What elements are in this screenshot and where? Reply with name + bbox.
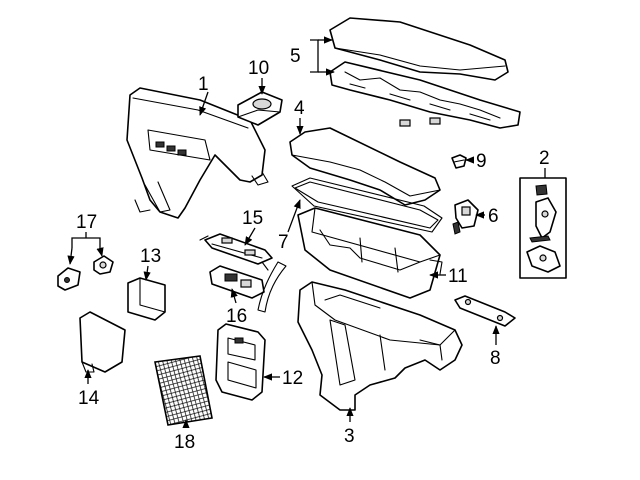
part-7-trim-strip[interactable] — [257, 261, 287, 313]
callout-14: 14 — [78, 388, 100, 409]
callout-12: 12 — [282, 368, 303, 389]
leader-lines — [67, 36, 546, 429]
callout-18: 18 — [174, 432, 195, 453]
part-12-bezel-panel[interactable] — [215, 323, 266, 401]
callout-2: 2 — [539, 148, 550, 169]
callout-13: 13 — [140, 246, 161, 267]
callout-labels: 1 10 5 4 9 2 6 7 11 15 8 12 3 16 13 17 1… — [76, 46, 550, 453]
callout-10: 10 — [248, 58, 269, 79]
part-14-trim-panel[interactable] — [79, 311, 126, 373]
part-18-net[interactable] — [154, 355, 213, 426]
callout-3: 3 — [344, 426, 355, 447]
callout-5: 5 — [290, 46, 301, 67]
part-4-armrest-lid[interactable] — [289, 127, 441, 206]
part-13-cover[interactable] — [127, 277, 166, 321]
callout-9: 9 — [476, 151, 487, 172]
part-7-seal[interactable] — [291, 177, 443, 233]
part-5-lid-assembly[interactable] — [329, 17, 521, 129]
part-9-fastener[interactable] — [451, 154, 467, 169]
part-11-storage-tray[interactable] — [297, 207, 443, 299]
part-2-latch-kit[interactable] — [519, 177, 567, 279]
part-16-switch-module[interactable] — [209, 265, 265, 299]
part-1-console-housing[interactable] — [126, 87, 269, 219]
callout-15: 15 — [242, 208, 263, 229]
switch-icon — [177, 149, 187, 156]
callout-8: 8 — [490, 348, 501, 369]
switch-icon — [166, 145, 176, 152]
callout-17: 17 — [76, 212, 97, 233]
callout-11: 11 — [448, 266, 468, 287]
part-6-latch[interactable] — [452, 199, 479, 235]
part-17-key-lock[interactable] — [57, 255, 114, 291]
part-3-console-base[interactable] — [297, 281, 463, 411]
callout-4: 4 — [294, 98, 305, 119]
switch-icon — [155, 141, 165, 148]
part-10-bezel[interactable] — [237, 91, 283, 126]
callout-6: 6 — [488, 206, 499, 227]
part-15-bracket[interactable] — [199, 233, 273, 271]
callout-7: 7 — [278, 232, 289, 253]
callout-16: 16 — [226, 306, 247, 327]
callout-1: 1 — [198, 74, 209, 95]
part-8-bracket[interactable] — [454, 295, 516, 327]
